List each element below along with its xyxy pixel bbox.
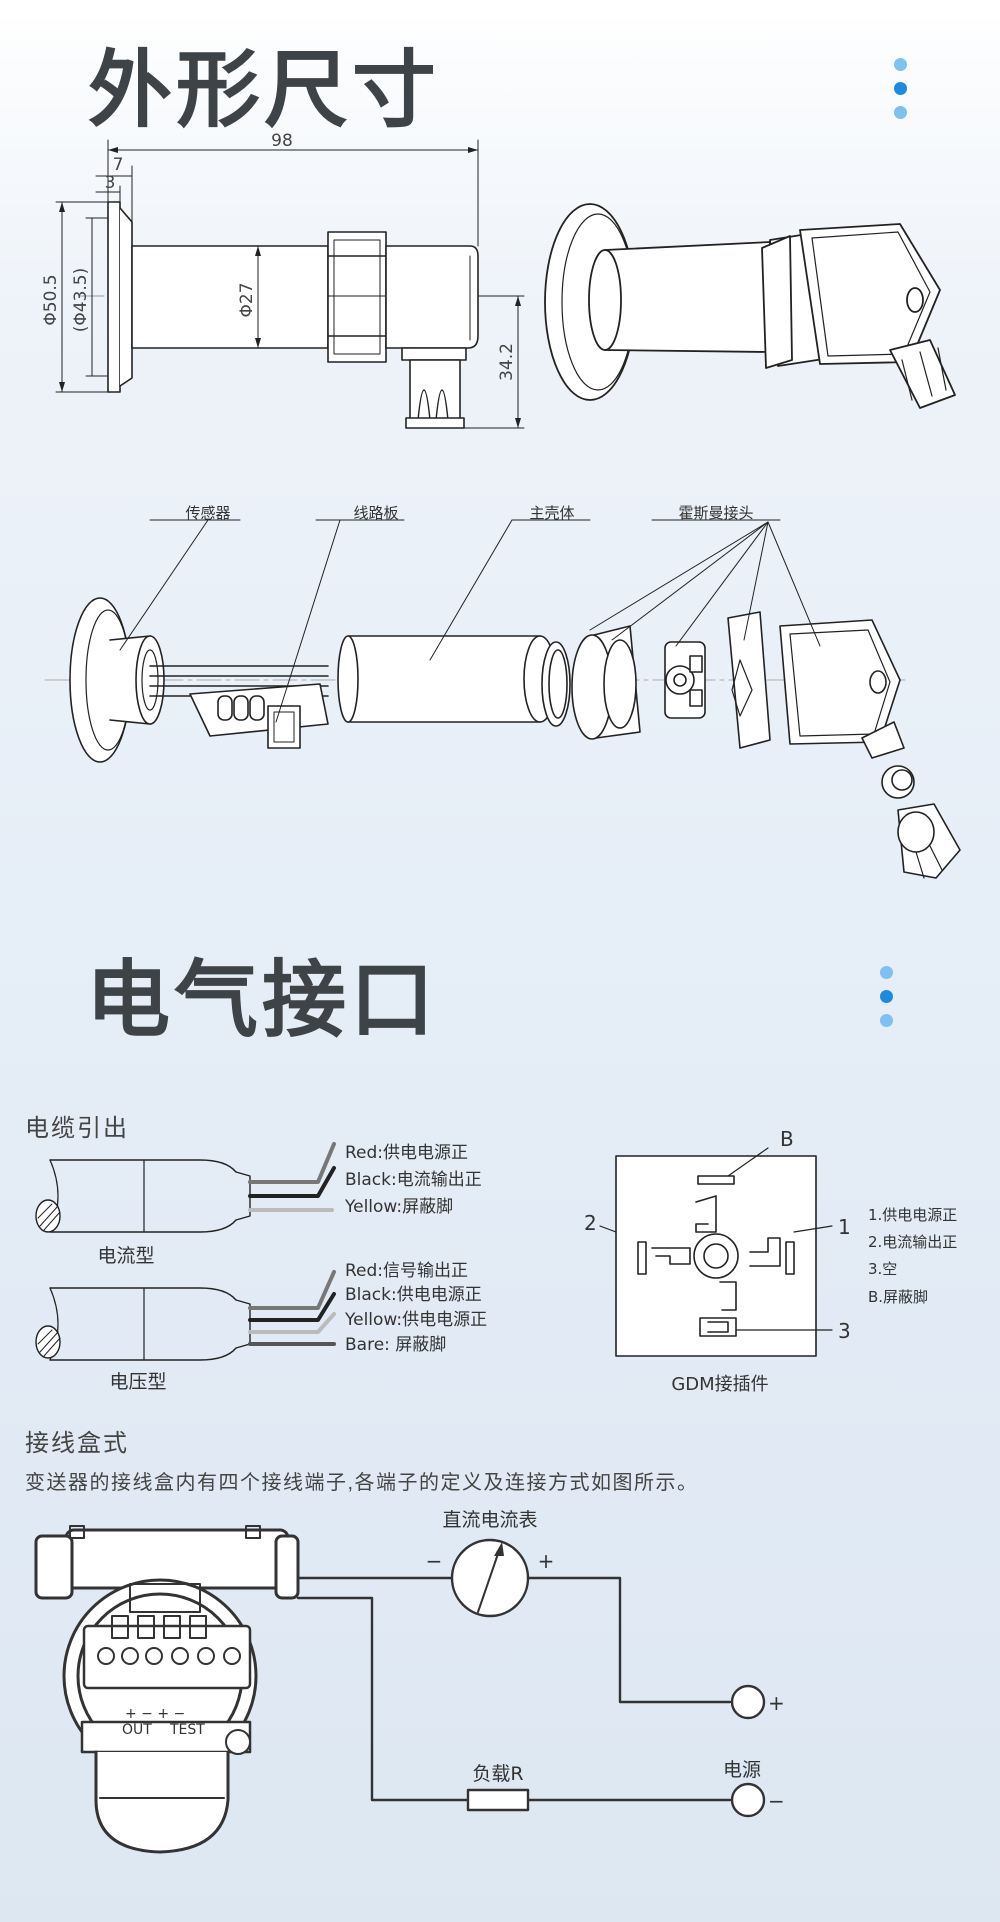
decor-dots-2: [880, 966, 896, 1038]
voltage-wire-red: Red:信号输出正: [345, 1261, 468, 1281]
current-wire-black: Black:电流输出正: [345, 1170, 482, 1190]
meter-plus: +: [538, 1549, 555, 1573]
dim-inner-dia: (Φ43.5): [71, 268, 91, 333]
power-plus: +: [768, 1691, 785, 1715]
label-board: 线路板: [353, 504, 398, 522]
exploded-view: [44, 519, 961, 879]
cable-current: [35, 1142, 336, 1233]
cable-voltage: [35, 1270, 336, 1361]
dimension-drawing: [55, 139, 525, 429]
junction-heading: 接线盒式: [25, 1430, 129, 1457]
gdm-legend-1: 1.供电电源正: [868, 1206, 957, 1224]
gdm-pin-b: B: [780, 1127, 794, 1151]
junction-description: 变送器的接线盒内有四个接线端子,各端子的定义及连接方式如图所示。: [25, 1472, 699, 1494]
voltage-type-label: 电压型: [109, 1371, 166, 1393]
gdm-pin-2: 2: [584, 1211, 597, 1235]
load-label: 负载R: [472, 1763, 523, 1785]
current-wire-yellow: Yellow:屏蔽脚: [344, 1197, 453, 1217]
gdm-legend-b: B.屏蔽脚: [868, 1288, 928, 1306]
terminal-signs: + − + −: [125, 1706, 185, 1722]
voltage-wire-bare: Bare: 屏蔽脚: [345, 1335, 446, 1355]
current-wire-red: Red:供电电源正: [345, 1143, 468, 1163]
gdm-label: GDM接插件: [671, 1374, 768, 1395]
current-type-label: 电流型: [97, 1245, 154, 1267]
label-housing: 主壳体: [529, 504, 574, 522]
terminal-test-label: TEST: [169, 1722, 205, 1738]
top-white-band: [0, 0, 1000, 18]
dim-height: 34.2: [497, 343, 517, 381]
voltage-wire-yellow: Yellow:供电电源正: [344, 1310, 487, 1330]
gdm-legend-2: 2.电流输出正: [868, 1233, 957, 1251]
circuit-wiring: [296, 1538, 766, 1818]
gdm-pin-3: 3: [838, 1319, 851, 1343]
power-label: 电源: [723, 1759, 761, 1781]
label-sensor: 传感器: [185, 504, 230, 522]
voltage-wire-black: Black:供电电源正: [345, 1285, 482, 1305]
gdm-pin-1: 1: [838, 1215, 851, 1239]
isometric-view: [544, 203, 956, 409]
dim-length: 98: [271, 131, 293, 151]
dim-body-dia: Φ27: [237, 282, 257, 317]
dim-flange: 7: [113, 155, 124, 175]
cable-heading: 电缆引出: [25, 1115, 129, 1142]
gdm-connector: [599, 1147, 833, 1357]
terminal-out-label: OUT: [122, 1722, 152, 1738]
dim-outer-dia: Φ50.5: [41, 274, 61, 325]
power-minus: −: [768, 1789, 785, 1813]
junction-box: [34, 1525, 300, 1854]
section-title-dimensions: 外形尺寸: [88, 41, 441, 139]
gdm-legend-3: 3.空: [868, 1260, 897, 1278]
label-connector: 霍斯曼接头: [678, 504, 753, 522]
meter-minus: −: [426, 1549, 443, 1573]
decor-dots-1: [894, 58, 910, 130]
section-title-electrical: 电气接口: [86, 951, 439, 1049]
dim-gap: 3: [105, 173, 116, 193]
meter-label: 直流电流表: [442, 1509, 537, 1531]
